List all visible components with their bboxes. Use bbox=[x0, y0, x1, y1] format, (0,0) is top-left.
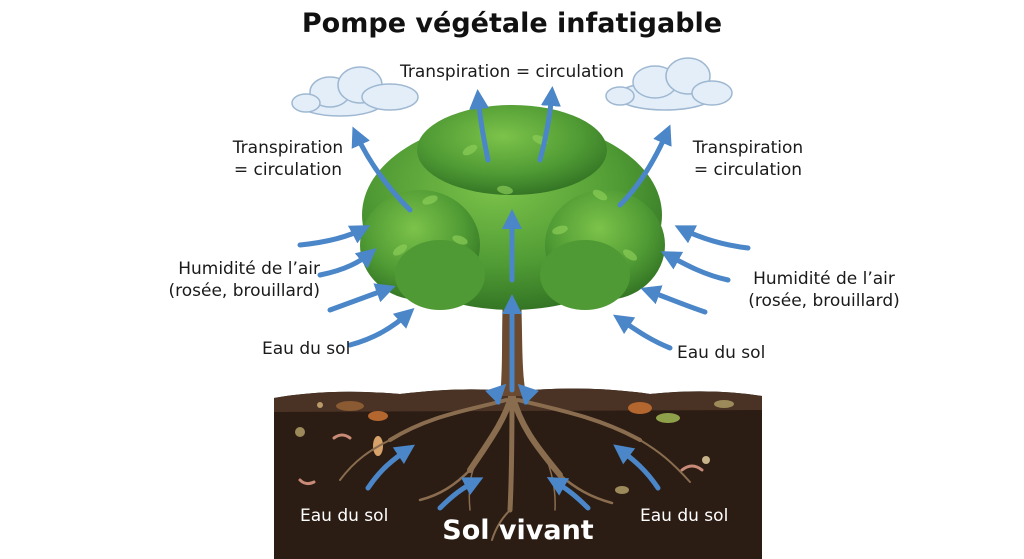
cloud-right-icon bbox=[605, 57, 733, 111]
label-humidity-left-line1: Humidité de l’air bbox=[178, 259, 320, 279]
arrow-root-right bbox=[517, 383, 539, 405]
water-flow-arrows bbox=[297, 86, 751, 511]
arrow-mid-left-3 bbox=[327, 283, 396, 313]
arrow-soil-left-1 bbox=[365, 444, 415, 491]
arrow-root-left bbox=[485, 383, 507, 405]
label-transpiration-right-line1: Transpiration bbox=[692, 138, 804, 158]
cloud-left-icon bbox=[291, 66, 419, 117]
arrow-mid-left-1 bbox=[297, 225, 371, 248]
arrow-mid-right-1 bbox=[674, 225, 751, 251]
arrow-top-left bbox=[469, 89, 491, 163]
label-soil-water-left: Eau du sol bbox=[262, 339, 351, 359]
arrow-lower-left bbox=[347, 308, 415, 348]
label-soil-bottom-left: Eau du sol bbox=[300, 506, 389, 526]
label-transpiration-top: Transpiration = circulation bbox=[400, 62, 624, 82]
arrow-mid-left-2 bbox=[317, 248, 377, 278]
label-transpiration-left-line1: Transpiration bbox=[232, 138, 344, 158]
arrow-upper-left bbox=[351, 126, 413, 213]
label-humidity-right-line2: (rosée, brouillard) bbox=[748, 291, 900, 311]
label-transpiration-right-line2: = circulation bbox=[693, 160, 803, 180]
arrow-soil-right-2 bbox=[546, 477, 591, 511]
arrow-lower-right bbox=[613, 314, 673, 351]
label-humidity-left: Humidité de l’air (rosée, brouillard) bbox=[120, 258, 320, 302]
label-transpiration-right: Transpiration = circulation bbox=[678, 137, 818, 181]
label-humidity-right-line1: Humidité de l’air bbox=[753, 269, 895, 289]
label-transpiration-left: Transpiration = circulation bbox=[218, 137, 358, 181]
soil-title: Sol vivant bbox=[442, 515, 594, 546]
arrow-top-right bbox=[537, 86, 561, 163]
arrow-upper-right bbox=[617, 124, 672, 208]
label-transpiration-left-line2: = circulation bbox=[233, 160, 343, 180]
arrow-soil-left-2 bbox=[437, 477, 484, 511]
arrow-mid-right-3 bbox=[640, 285, 708, 315]
arrow-mid-right-2 bbox=[660, 251, 731, 283]
label-humidity-right: Humidité de l’air (rosée, brouillard) bbox=[724, 268, 924, 312]
arrow-soil-right-1 bbox=[613, 444, 661, 491]
label-soil-water-right: Eau du sol bbox=[677, 343, 766, 363]
label-humidity-left-line2: (rosée, brouillard) bbox=[168, 281, 320, 301]
diagram-title: Pompe végétale infatigable bbox=[301, 8, 723, 39]
label-soil-bottom-right: Eau du sol bbox=[640, 506, 729, 526]
